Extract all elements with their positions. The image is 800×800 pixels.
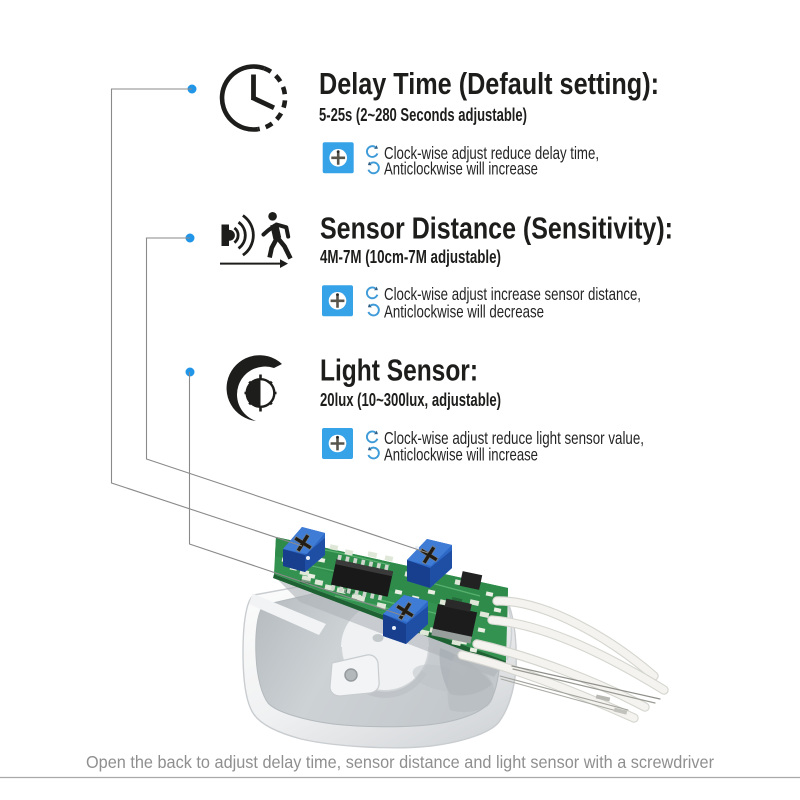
svg-text:Clock-wise adjust reduce delay: Clock-wise adjust reduce delay time, <box>384 143 599 163</box>
svg-text:Delay Time (Default setting):: Delay Time (Default setting): <box>319 66 659 101</box>
svg-text:Anticlockwise will increase: Anticlockwise will increase <box>384 445 538 465</box>
svg-text:20lux (10~300lux, adjustable): 20lux (10~300lux, adjustable) <box>320 390 501 410</box>
svg-text:Anticlockwise will increase: Anticlockwise will increase <box>384 159 538 179</box>
svg-text:Light Sensor:: Light Sensor: <box>320 353 478 388</box>
svg-text:Clock-wise adjust reduce light: Clock-wise adjust reduce light sensor va… <box>384 428 644 448</box>
svg-text:Open the back to adjust delay: Open the back to adjust delay time, sens… <box>86 752 714 772</box>
svg-text:5-25s (2~280 Seconds adjustabl: 5-25s (2~280 Seconds adjustable) <box>319 105 527 125</box>
svg-text:4M-7M (10cm-7M adjustable): 4M-7M (10cm-7M adjustable) <box>320 247 501 267</box>
svg-text:Anticlockwise will decrease: Anticlockwise will decrease <box>384 302 544 322</box>
svg-text:Clock-wise adjust increase sen: Clock-wise adjust increase sensor distan… <box>384 284 641 304</box>
svg-text:Sensor Distance (Sensitivity):: Sensor Distance (Sensitivity): <box>320 211 673 246</box>
